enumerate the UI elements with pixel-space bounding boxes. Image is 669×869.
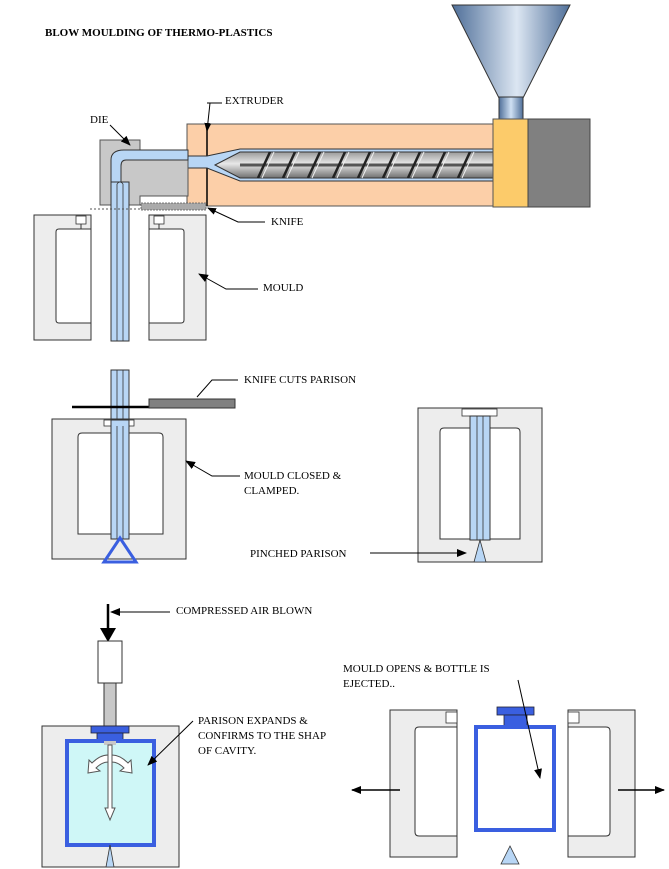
label-mould-closed-2: CLAMPED. [244, 485, 300, 497]
eject-tip [500, 845, 520, 865]
blow-tip [105, 844, 115, 868]
label-mould-closed-1: MOULD CLOSED & [244, 470, 342, 482]
parison-tube [110, 181, 130, 342]
stage-air-blown [41, 604, 180, 868]
label-die: DIE [90, 114, 109, 126]
extruder-pointer [204, 102, 212, 132]
knife-cut-blade [148, 398, 236, 409]
label-mould-opens-2: EJECTED.. [343, 678, 395, 690]
label-compressed-air: COMPRESSED AIR BLOWN [176, 605, 312, 617]
knife-pointer [207, 207, 265, 223]
drive-motor [527, 118, 591, 208]
label-knife-cuts: KNIFE CUTS PARISON [244, 374, 356, 386]
mould-left-eject [389, 709, 458, 858]
knife-cuts-pointer [196, 379, 238, 398]
die-pointer [109, 124, 131, 146]
hopper [451, 4, 571, 99]
hopper-neck [498, 96, 524, 120]
blow-pin-head [97, 640, 123, 684]
label-parison-expands-1: PARISON EXPANDS & [198, 715, 308, 727]
mould-right-eject [567, 709, 636, 858]
ejected-bottle [474, 725, 556, 832]
extruder-screw [213, 151, 494, 179]
label-extruder: EXTRUDER [225, 95, 284, 107]
label-mould: MOULD [263, 282, 303, 294]
pinch-triangle [101, 535, 139, 564]
pinch-tip [473, 538, 487, 563]
mould-pointer [198, 273, 258, 290]
knife-blade [140, 202, 207, 211]
stage-eject [351, 706, 665, 865]
mould-closed-pointer [185, 460, 240, 477]
label-mould-opens-1: MOULD OPENS & BOTTLE IS [343, 663, 490, 675]
parison-expands-pointer [147, 720, 194, 766]
diagram-title: BLOW MOULDING OF THERMO-PLASTICS [45, 27, 272, 39]
label-parison-expands-3: OF CAVITY. [198, 745, 257, 757]
mould-opens-pointer [517, 679, 542, 779]
stage-pinched [417, 407, 543, 563]
mould-right-open [148, 214, 207, 341]
label-knife: KNIFE [271, 216, 304, 228]
label-parison-expands-2: CONFIRMS TO THE SHAP [198, 730, 326, 742]
extruder-assembly [33, 4, 591, 342]
stage-knife-cut [51, 369, 236, 564]
barrel-end-cap [492, 118, 529, 208]
label-pinched-parison: PINCHED PARISON [250, 548, 347, 560]
mould-left-open [33, 214, 92, 341]
